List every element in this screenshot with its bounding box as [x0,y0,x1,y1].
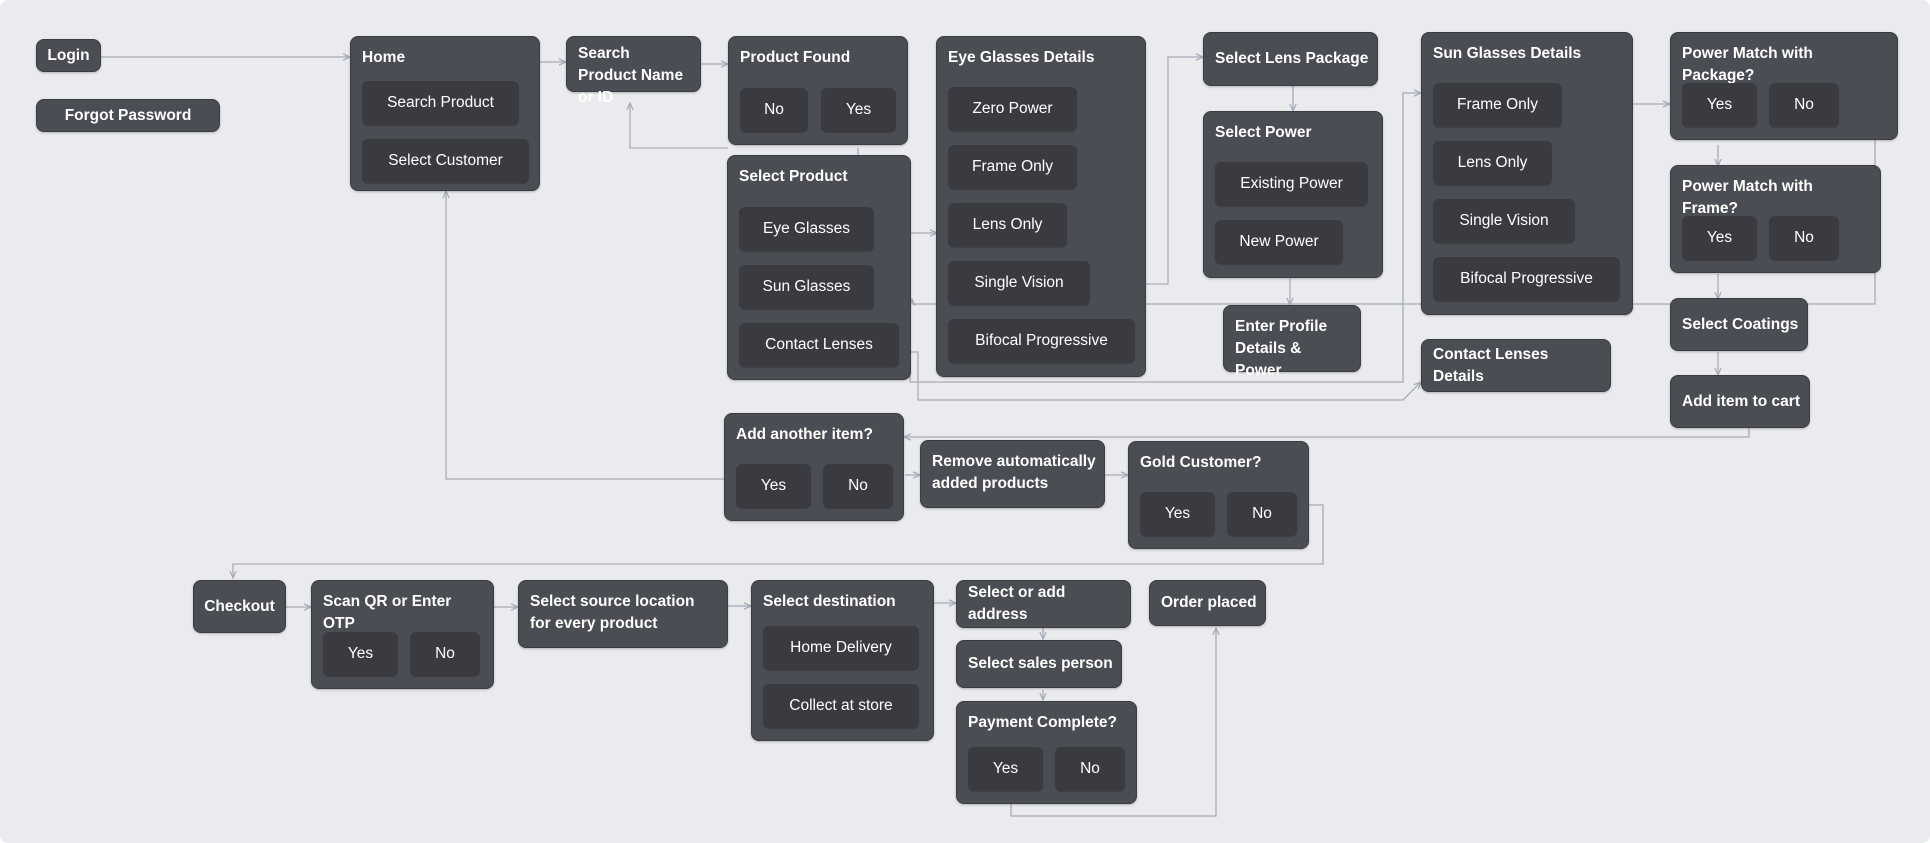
select-sales-person-node[interactable]: Select sales person [956,640,1122,688]
search-product-option[interactable]: Search Product [362,81,519,125]
select-product-node: Select Product Eye Glasses Sun Glasses C… [727,155,911,380]
select-destination-title: Select destination [763,593,896,610]
collect-at-store-option[interactable]: Collect at store [763,684,919,728]
product-found-no-option[interactable]: No [740,88,808,132]
select-address-label: Select or add address [968,584,1066,623]
select-coatings-label: Select Coatings [1682,315,1799,333]
select-product-title: Select Product [739,168,848,185]
sun-bifocal-progressive-option[interactable]: Bifocal Progressive [1433,257,1620,301]
scan-qr-title: Scan QR or Enter OTP [323,593,452,632]
frame-yes-option[interactable]: Yes [1682,216,1757,260]
enter-profile-node[interactable]: Enter Profile Details & Power [1223,305,1361,379]
payment-complete-title: Payment Complete? [968,714,1118,731]
power-match-frame-node: Power Match with Frame? Yes No [1670,165,1881,273]
package-yes-option[interactable]: Yes [1682,83,1757,127]
login-button[interactable]: Login [36,39,101,72]
add-item-to-cart-label: Add item to cart [1682,392,1800,410]
connector-payment-order [1010,628,1216,817]
forgot-password-button[interactable]: Forgot Password [36,99,220,132]
gold-customer-title: Gold Customer? [1140,454,1262,471]
product-found-yes-option[interactable]: Yes [821,88,896,132]
product-found-title: Product Found [740,49,851,66]
scan-yes-option[interactable]: Yes [323,632,398,676]
add-another-item-node: Add another item? Yes No [724,413,904,521]
remove-auto-added-label: Remove automatically added products [932,453,1096,492]
select-destination-node: Select destination Home Delivery Collect… [751,580,934,741]
eye-glasses-details-node: Eye Glasses Details Zero Power Frame Onl… [936,36,1146,377]
scan-no-option[interactable]: No [410,632,480,676]
checkout-node[interactable]: Checkout [193,580,286,633]
forgot-password-label: Forgot Password [64,106,192,124]
contact-lenses-option[interactable]: Contact Lenses [739,323,899,367]
power-match-package-title: Power Match with Package? [1682,45,1813,84]
search-product-node[interactable]: Search Product Name or ID [566,36,701,106]
login-label: Login [47,46,90,64]
connector-cart-another [904,427,1750,437]
frame-only-option[interactable]: Frame Only [948,145,1077,189]
select-lens-package-label: Select Lens Package [1215,50,1369,67]
sun-glasses-option[interactable]: Sun Glasses [739,265,874,309]
home-title: Home [362,49,406,66]
another-no-option[interactable]: No [823,464,893,508]
select-lens-package-node[interactable]: Select Lens Package [1203,32,1378,86]
sun-frame-only-option[interactable]: Frame Only [1433,83,1562,127]
package-no-option[interactable]: No [1769,83,1839,127]
new-power-option[interactable]: New Power [1215,220,1343,264]
eye-glasses-details-title: Eye Glasses Details [948,49,1095,66]
add-item-to-cart-node[interactable]: Add item to cart [1670,375,1810,428]
payment-no-option[interactable]: No [1055,747,1125,791]
sun-glasses-details-title: Sun Glasses Details [1433,45,1582,62]
scan-qr-node: Scan QR or Enter OTP Yes No [311,580,494,689]
select-power-node: Select Power Existing Power New Power [1203,111,1383,278]
zero-power-option[interactable]: Zero Power [948,87,1077,131]
checkout-label: Checkout [204,597,275,615]
select-source-location-label: Select source location for every product [530,593,695,632]
connector-found-no-search [630,103,728,149]
enter-profile-label: Enter Profile Details & Power [1235,318,1328,379]
power-match-package-node: Power Match with Package? Yes No [1670,32,1898,140]
select-power-title: Select Power [1215,124,1312,141]
bifocal-progressive-option[interactable]: Bifocal Progressive [948,319,1135,363]
gold-yes-option[interactable]: Yes [1140,492,1215,536]
home-node: Home Search Product Select Customer [350,36,540,191]
contact-lenses-details-label: Contact Lenses Details [1433,345,1549,385]
connector-contactlenses-details [900,351,1421,401]
sun-lens-only-option[interactable]: Lens Only [1433,141,1552,185]
sun-single-vision-option[interactable]: Single Vision [1433,199,1575,243]
connector-another-yes-home [446,191,725,480]
lens-only-option[interactable]: Lens Only [948,203,1067,247]
connector-gold-checkout [233,504,1324,578]
order-placed-label: Order placed [1161,594,1257,611]
home-delivery-option[interactable]: Home Delivery [763,626,919,670]
frame-no-option[interactable]: No [1769,216,1839,260]
remove-auto-added-node[interactable]: Remove automatically added products [920,440,1105,508]
connector-return-sunglasses [912,299,1420,304]
select-sales-person-label: Select sales person [968,655,1113,672]
search-product-label: Search Product Name or ID [578,45,684,106]
select-coatings-node[interactable]: Select Coatings [1670,298,1808,351]
select-address-node[interactable]: Select or add address [956,580,1131,628]
another-yes-option[interactable]: Yes [736,464,811,508]
existing-power-option[interactable]: Existing Power [1215,162,1368,206]
add-another-item-title: Add another item? [736,426,873,443]
order-placed-node[interactable]: Order placed [1149,580,1266,626]
payment-yes-option[interactable]: Yes [968,747,1043,791]
gold-customer-node: Gold Customer? Yes No [1128,441,1309,549]
sun-glasses-details-node: Sun Glasses Details Frame Only Lens Only… [1421,32,1633,315]
select-source-location-node[interactable]: Select source location for every product [518,580,728,648]
contact-lenses-details-node[interactable]: Contact Lenses Details [1421,339,1611,392]
single-vision-option[interactable]: Single Vision [948,261,1090,305]
gold-no-option[interactable]: No [1227,492,1297,536]
product-found-node: Product Found No Yes [728,36,908,145]
eye-glasses-option[interactable]: Eye Glasses [739,207,874,251]
payment-complete-node: Payment Complete? Yes No [956,701,1137,804]
power-match-frame-title: Power Match with Frame? [1682,178,1813,217]
select-customer-option[interactable]: Select Customer [362,139,529,183]
